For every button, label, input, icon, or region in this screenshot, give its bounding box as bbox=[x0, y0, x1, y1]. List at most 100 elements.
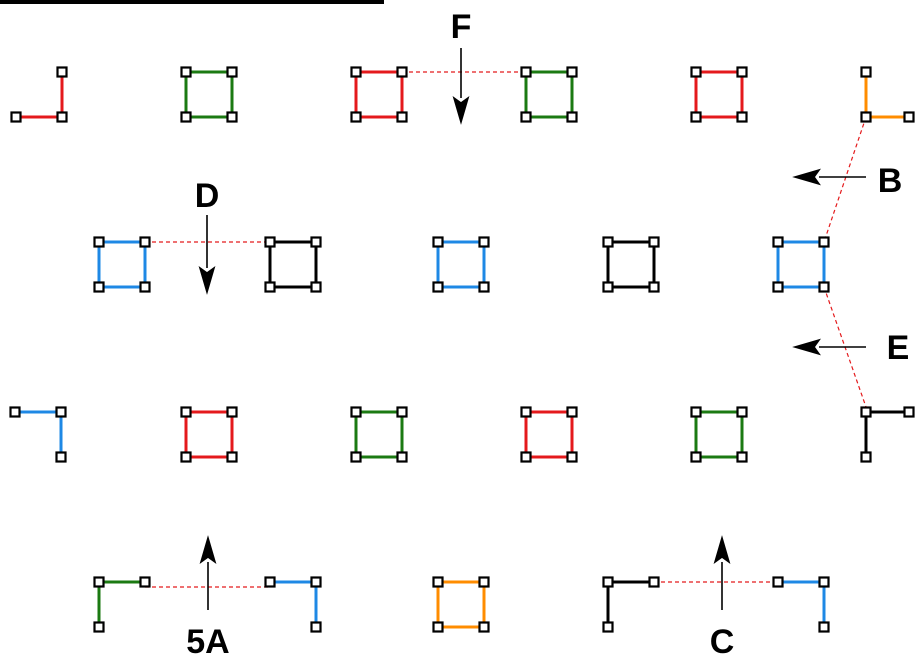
arrow-head bbox=[199, 535, 217, 564]
qubit-node bbox=[648, 236, 660, 248]
qubit-node bbox=[478, 621, 490, 633]
qubit-node bbox=[432, 281, 444, 293]
arrow bbox=[198, 215, 216, 295]
qubit-node bbox=[602, 621, 614, 633]
qubit-node bbox=[139, 576, 151, 588]
qubit-node bbox=[818, 621, 830, 633]
qubit-node bbox=[56, 111, 68, 123]
qubit-node bbox=[310, 576, 322, 588]
qubit-node bbox=[818, 281, 830, 293]
qubit-node bbox=[226, 111, 238, 123]
qubit-node bbox=[139, 281, 151, 293]
qubit-node bbox=[736, 111, 748, 123]
labels: F D B E 5A C bbox=[186, 8, 909, 661]
plaquette-r1-6 bbox=[860, 66, 915, 123]
qubit-node bbox=[478, 236, 490, 248]
arrow-head bbox=[452, 96, 470, 125]
qubit-node bbox=[93, 281, 105, 293]
plaquette-r4-1 bbox=[93, 576, 151, 633]
qubit-node bbox=[860, 111, 872, 123]
qubit-node bbox=[520, 111, 532, 123]
arrow bbox=[792, 338, 866, 356]
qubit-node bbox=[55, 451, 67, 463]
plaquettes bbox=[9, 66, 915, 633]
qubit-node bbox=[350, 406, 362, 418]
plaquette-r4-5 bbox=[772, 576, 830, 633]
plaquette-r2-4 bbox=[602, 236, 660, 293]
arrow bbox=[792, 168, 866, 186]
qubit-node bbox=[736, 66, 748, 78]
arrow bbox=[713, 535, 731, 610]
plaquette-r1-5 bbox=[690, 66, 748, 123]
arrow-head bbox=[198, 266, 216, 295]
plaquette-r1-2 bbox=[180, 66, 238, 123]
label-5a: 5A bbox=[186, 623, 229, 661]
header-underline bbox=[0, 0, 384, 4]
qubit-node bbox=[139, 236, 151, 248]
qubit-node bbox=[180, 111, 192, 123]
qubit-node bbox=[566, 111, 578, 123]
plaquette-r3-2 bbox=[180, 406, 238, 463]
qubit-node bbox=[772, 576, 784, 588]
qubit-node bbox=[736, 406, 748, 418]
qubit-node bbox=[520, 406, 532, 418]
qubit-node bbox=[903, 406, 915, 418]
qubit-node bbox=[180, 66, 192, 78]
qubit-node bbox=[520, 66, 532, 78]
qubit-node bbox=[860, 451, 872, 463]
qubit-node bbox=[180, 406, 192, 418]
arrow-head bbox=[792, 338, 821, 356]
qubit-node bbox=[432, 576, 444, 588]
qubit-node bbox=[690, 111, 702, 123]
arrows bbox=[198, 48, 866, 610]
label-c: C bbox=[710, 623, 735, 661]
qubit-node bbox=[772, 281, 784, 293]
plaquette-r2-3 bbox=[432, 236, 490, 293]
plaquette-r4-4 bbox=[602, 576, 660, 633]
qubit-node bbox=[818, 236, 830, 248]
qubit-node bbox=[93, 236, 105, 248]
plaquette-r2-1 bbox=[93, 236, 151, 293]
qubit-node bbox=[396, 451, 408, 463]
qubit-node bbox=[602, 281, 614, 293]
header-fragment bbox=[0, 0, 384, 4]
plaquette-r3-6 bbox=[860, 406, 915, 463]
plaquette-r1-4 bbox=[520, 66, 578, 123]
qubit-node bbox=[690, 406, 702, 418]
qubit-node bbox=[602, 576, 614, 588]
qubit-node bbox=[226, 451, 238, 463]
qubit-node bbox=[350, 66, 362, 78]
qubit-node bbox=[56, 66, 68, 78]
qubit-node bbox=[9, 406, 21, 418]
label-b: B bbox=[878, 162, 903, 200]
qubit-node bbox=[55, 406, 67, 418]
qubit-node bbox=[310, 236, 322, 248]
qubit-node bbox=[736, 451, 748, 463]
plaquette-r1-3 bbox=[350, 66, 408, 123]
pairing-links bbox=[145, 71, 867, 588]
arrow bbox=[452, 48, 470, 125]
qubit-node bbox=[264, 576, 276, 588]
plaquette-r3-3 bbox=[350, 406, 408, 463]
arrow bbox=[199, 535, 217, 610]
qubit-node bbox=[478, 576, 490, 588]
label-d: D bbox=[195, 177, 220, 215]
plaquette-r2-2 bbox=[264, 236, 322, 293]
qubit-node bbox=[860, 406, 872, 418]
qubit-node bbox=[860, 66, 872, 78]
plaquette-r3-5 bbox=[690, 406, 748, 463]
qubit-node bbox=[350, 111, 362, 123]
arrow-head bbox=[792, 168, 821, 186]
qubit-node bbox=[93, 621, 105, 633]
dashed-link bbox=[823, 116, 867, 243]
qubit-node bbox=[396, 66, 408, 78]
label-e: E bbox=[887, 329, 910, 367]
qubit-node bbox=[432, 236, 444, 248]
qubit-node bbox=[772, 236, 784, 248]
qubit-node bbox=[648, 576, 660, 588]
qubit-node bbox=[93, 576, 105, 588]
qubit-node bbox=[310, 281, 322, 293]
plaquette-r1-1 bbox=[10, 66, 68, 123]
qubit-node bbox=[903, 111, 915, 123]
qubit-node bbox=[602, 236, 614, 248]
